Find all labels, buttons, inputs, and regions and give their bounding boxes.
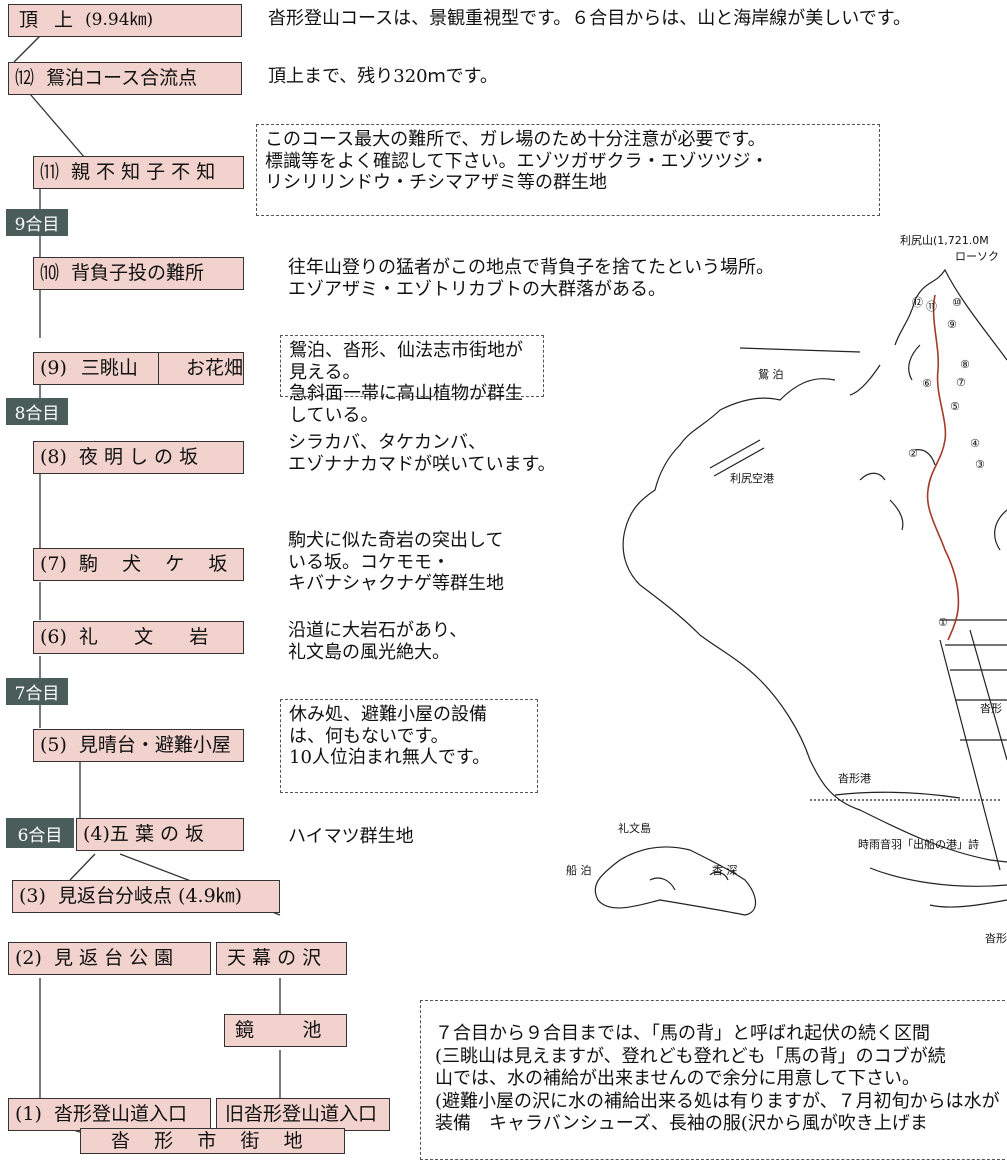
station-6-label: 礼 文 岩 (78, 626, 209, 648)
station-old-entrance-label: 旧沓形登山道入口 (225, 1103, 378, 1125)
map-label-shigure: 時雨音羽「出船の港」詩 (858, 838, 979, 851)
station-summit-dist: (9.94㎞) (85, 10, 154, 30)
waypoint-10: ⑩ (952, 296, 962, 309)
map-label-kutsugata-port: 沓形港 (838, 772, 871, 785)
station-4: (4)五 葉 の 坂 (76, 818, 244, 851)
station-10-label: 背負子投の難所 (71, 262, 205, 284)
waypoint-1: ① (938, 616, 948, 629)
desc-12: 頂上まで、残り320ｍです。 (268, 66, 498, 87)
station-10: ⑽ 背負子投の難所 (33, 257, 244, 290)
desc-6: 沿道に大岩石があり、 礼文島の風光絶大。 (288, 620, 468, 663)
desc-7: 駒犬に似た奇岩の突出して いる坂。コケモモ・ キバナシャクナゲ等群生地 (288, 530, 504, 595)
map-label-rishiri: 利尻山(1,721.0M (900, 234, 989, 247)
waypoint-2: ② (908, 447, 918, 460)
desc-8: シラカバ、タケカンバ、 エゾナナカマドが咲いています。 (288, 432, 556, 475)
route-line (926, 294, 960, 641)
marker-6th-station: 6合目 (6, 818, 74, 848)
station-8-num: (8) (40, 446, 67, 468)
desc-bottom-notes: ７合目から９合目までは、「馬の背」と呼ばれ起伏の続く区間 (三眺山は見えますが、… (420, 1000, 1007, 1160)
marker-8th-station: 8合目 (6, 398, 68, 425)
station-11: ⑾ 親 不 知 子 不 知 (33, 156, 244, 189)
map-label-rebun: 礼文島 (618, 822, 651, 835)
station-9-flower-field: お花畑 (186, 357, 244, 379)
station-tenmaku: 天 幕 の 沢 (216, 942, 347, 975)
desc-10: 往年山登りの猛者がこの地点で背負子を捨てたという場所。 エゾアザミ・エゾトリカブ… (288, 257, 774, 300)
station-town-label: 沓 形 市 街 地 (111, 1129, 303, 1152)
station-12: ⑿ 鴛泊コース合流点 (8, 62, 242, 95)
station-6-num: (6) (40, 626, 67, 648)
map-label-oshidomari: 鴛 泊 (758, 368, 784, 381)
station-7-label: 駒 犬 ケ 坂 (78, 553, 228, 575)
waypoint-12: ⑫ (912, 296, 923, 309)
station-6: (6) 礼 文 岩 (33, 621, 244, 654)
desc-9: 鴛泊、沓形、仙法志市街地が見える。 急斜面一帯に高山植物が群生している。 (280, 335, 544, 426)
station-11-num: ⑾ (40, 161, 60, 183)
map-label-funadomari: 船 泊 (566, 864, 592, 877)
station-8: (8) 夜 明 し の 坂 (33, 441, 244, 474)
station-1: (1) 沓形登山道入口 (8, 1098, 211, 1131)
station-town: 沓 形 市 街 地 (80, 1128, 345, 1154)
station-8-label: 夜 明 し の 坂 (78, 446, 199, 468)
station-5-num: (5) (40, 734, 67, 756)
station-12-label: 鴛泊コース合流点 (46, 67, 198, 89)
map-label-kutsugata-bottom: 沓形 (985, 932, 1007, 945)
station-9-num: (9) (40, 357, 67, 379)
waypoint-5: ⑤ (950, 400, 960, 413)
station-summit-num: 頂 (19, 9, 39, 31)
station-summit: 頂 上 (9.94㎞) (8, 4, 242, 37)
waypoint-7: ⑦ (956, 376, 966, 389)
map-label-kutsugata: 沓形 (980, 702, 1002, 715)
station-3-label: (3) 見返台分岐点 (4.9㎞) (19, 885, 243, 907)
map-label-kafuka: 香 深 (712, 864, 738, 877)
station-11-label: 親 不 知 子 不 知 (71, 161, 216, 183)
station-2: (2) 見 返 台 公 園 (8, 942, 211, 975)
desc-summit: 沓形登山コースは、景観重視型です。６合目からは、山と海岸線が美しいです。 (268, 8, 911, 29)
station-kagami-pond: 鏡 池 (224, 1014, 347, 1047)
marker-9th-station: 9合目 (6, 209, 68, 236)
station-12-num: ⑿ (15, 67, 35, 89)
waypoint-3: ③ (975, 458, 985, 471)
station-4-label: (4)五 葉 の 坂 (83, 823, 205, 845)
marker-7th-station: 7合目 (6, 678, 68, 705)
waypoint-6: ⑥ (922, 377, 932, 390)
station-kagami-label: 鏡 池 (235, 1019, 322, 1041)
station-summit-label: 上 (54, 9, 74, 31)
desc-4: ハイマツ群生地 (288, 826, 414, 847)
station-9-label: 三眺山 (80, 357, 138, 379)
station-1-label: (1) 沓形登山道入口 (15, 1103, 187, 1125)
map-outline (594, 268, 1007, 916)
waypoint-4: ④ (970, 437, 980, 450)
desc-11: このコース最大の難所で、ガレ場のため十分注意が必要です。 標識等をよく確認して下… (256, 124, 880, 216)
waypoint-11: ⑪ (926, 300, 937, 313)
station-10-num: ⑽ (40, 262, 60, 284)
station-tenmaku-label: 天 幕 の 沢 (227, 947, 322, 969)
station-5: (5) 見晴台・避難小屋 (33, 729, 244, 762)
station-7: (7) 駒 犬 ケ 坂 (33, 548, 244, 581)
waypoint-9: ⑨ (947, 318, 957, 331)
station-old-entrance: 旧沓形登山道入口 (216, 1098, 390, 1131)
waypoint-8: ⑧ (960, 358, 970, 371)
map-label-ropeway: ローソク (955, 250, 999, 263)
station-2-label: (2) 見 返 台 公 園 (15, 947, 174, 969)
station-3: (3) 見返台分岐点 (4.9㎞) (12, 880, 280, 913)
map-label-airport: 利尻空港 (730, 472, 774, 485)
station-7-num: (7) (40, 553, 67, 575)
station-9: (9) 三眺山 お花畑 (33, 352, 244, 385)
desc-5: 休み処、避難小屋の設備 は、何もないです。 10人位泊まれ無人です。 (280, 699, 538, 793)
station-5-label: 見晴台・避難小屋 (78, 734, 231, 756)
